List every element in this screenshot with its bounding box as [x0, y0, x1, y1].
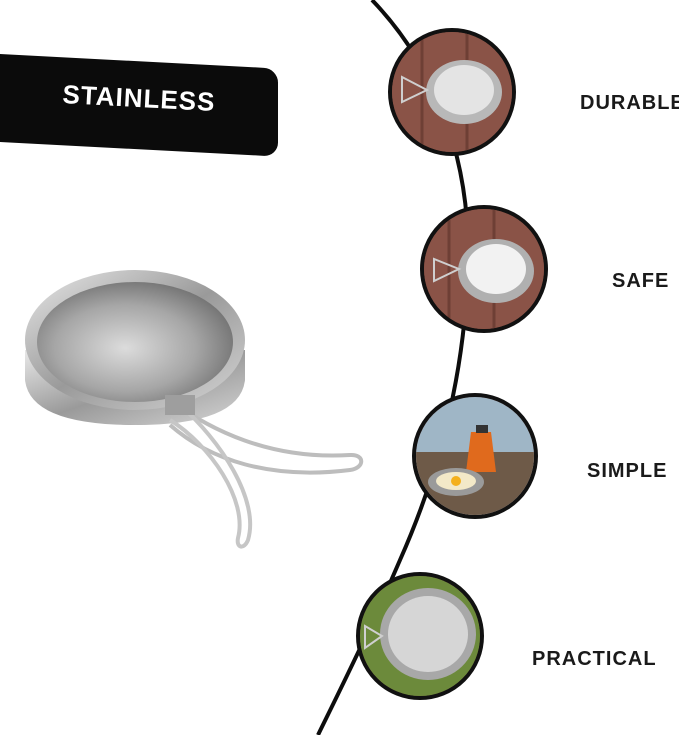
- feature-label-practical: PRACTICAL: [532, 648, 657, 670]
- feature-image-practical: [356, 572, 484, 700]
- feature-image-durable: [388, 28, 516, 156]
- feature-label-safe: SAFE: [612, 270, 670, 292]
- feature-image-safe: [420, 205, 548, 333]
- feature-label-simple: SIMPLE: [587, 460, 668, 482]
- feature-image-simple: [412, 393, 538, 519]
- feature-label-durable: DURABLE: [580, 92, 679, 114]
- frying-pan-image: [25, 270, 364, 549]
